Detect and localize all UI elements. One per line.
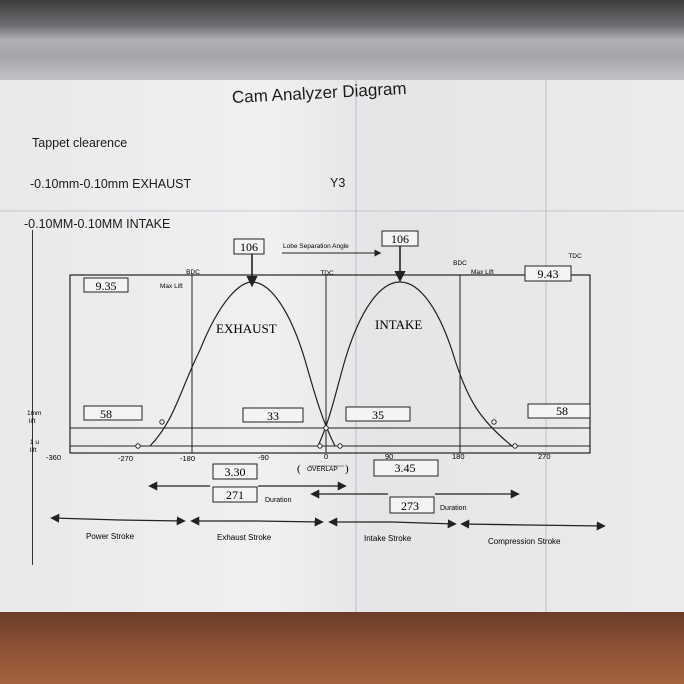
exhaust-label: EXHAUST bbox=[216, 321, 277, 336]
duration-label-2: Duration bbox=[440, 505, 467, 512]
exhaust-max-lift-value: 9.35 bbox=[96, 279, 117, 293]
overlap-point bbox=[323, 425, 329, 431]
exhaust-1mm-box bbox=[242, 407, 304, 423]
intake-max-lift-value: 9.43 bbox=[538, 267, 559, 281]
left-1mm-value: 58 bbox=[100, 407, 112, 421]
exhaust-open-point bbox=[159, 419, 165, 425]
axis-tick-label: -360 bbox=[46, 453, 61, 462]
overlap-label: OVERLAP bbox=[307, 466, 338, 473]
exhaust-overlap-value: 3.30 bbox=[225, 465, 246, 479]
exhaust-duration-value: 271 bbox=[226, 488, 244, 502]
overlap-paren-right: ) bbox=[345, 463, 349, 475]
intake-1mm-value: 35 bbox=[372, 408, 384, 422]
power-stroke-label: Power Stroke bbox=[86, 532, 135, 541]
crank-angle-axis: -360 -270 -180 -90 0 90 180 270 bbox=[46, 452, 551, 463]
axis-tick-label: 180 bbox=[452, 452, 465, 461]
exhaust-overlap-box bbox=[212, 463, 258, 480]
axis-tick-label: 270 bbox=[538, 452, 551, 461]
tappet-clearance-label: Tappet clearence bbox=[32, 136, 128, 150]
lift-1u-label-b: lift bbox=[30, 447, 37, 454]
intake-label: INTAKE bbox=[375, 317, 422, 332]
plastic-sheen bbox=[0, 26, 684, 56]
plastic-sleeve bbox=[0, 0, 684, 92]
compression-stroke-label: Compression Stroke bbox=[488, 537, 561, 546]
lift-1mm-label-a: 1mm bbox=[27, 410, 41, 417]
intake-stroke-arrow-right bbox=[391, 519, 457, 529]
lobe-separation-label: Lobe Separation Angle bbox=[283, 243, 349, 250]
margin-line bbox=[32, 230, 33, 565]
tdc-center-label: TDC bbox=[320, 270, 334, 277]
lift-1mm-label-b: lift bbox=[29, 418, 36, 425]
compression-stroke-arrow-right bbox=[527, 521, 606, 531]
lift-1u-label-a: 1 u bbox=[30, 439, 39, 446]
stroke-arrows bbox=[50, 513, 606, 531]
intake-overlap-value: 3.45 bbox=[395, 461, 416, 475]
stroke-labels: Power Stroke Exhaust Stroke Intake Strok… bbox=[86, 532, 561, 546]
intake-overlap-box bbox=[373, 459, 439, 477]
intake-max-lift-box bbox=[524, 265, 572, 282]
right-1mm-value: 58 bbox=[556, 404, 568, 418]
intake-1mm-box bbox=[345, 406, 411, 422]
power-stroke-arrow-right bbox=[119, 516, 186, 526]
exhaust-stroke-label: Exhaust Stroke bbox=[217, 533, 272, 542]
diagram-frame bbox=[69, 274, 591, 454]
model-label: Y3 bbox=[330, 176, 346, 190]
duration-label-1: Duration bbox=[265, 497, 292, 504]
left-1mm-box bbox=[83, 405, 143, 421]
axis-tick-label: 90 bbox=[385, 452, 393, 461]
axis-tick-label: -180 bbox=[180, 454, 195, 463]
intake-close-point bbox=[491, 419, 497, 425]
power-stroke-arrow-left bbox=[50, 513, 121, 523]
max-lift-label-left: Max Lift bbox=[160, 283, 183, 290]
paper-fold-horizontal bbox=[0, 210, 684, 212]
paper-fold-vertical bbox=[545, 80, 547, 616]
exhaust-clearance-text: -0.10mm-0.10mm EXHAUST bbox=[30, 177, 192, 191]
paper-sheet bbox=[0, 80, 684, 616]
bdc-right-label: BDC bbox=[453, 260, 467, 267]
exhaust-centerline-box bbox=[233, 238, 265, 255]
intake-duration-value: 273 bbox=[401, 499, 419, 513]
axis-tick-label: -90 bbox=[258, 453, 269, 462]
exhaust-max-lift-box bbox=[83, 277, 129, 293]
intake-stroke-label: Intake Stroke bbox=[364, 534, 412, 543]
paper-fold-vertical bbox=[355, 80, 357, 616]
axis-tick-label: -270 bbox=[118, 454, 133, 463]
axis-tick-label: 0 bbox=[324, 452, 328, 461]
intake-end-point bbox=[512, 443, 518, 449]
intake-start-point bbox=[317, 443, 323, 449]
exhaust-end-point bbox=[337, 443, 343, 449]
compression-stroke-arrow-left bbox=[460, 519, 529, 529]
intake-clearance-text: -0.10MM-0.10MM INTAKE bbox=[24, 217, 171, 231]
intake-duration-box bbox=[389, 496, 435, 514]
exhaust-1mm-value: 33 bbox=[267, 409, 279, 423]
exhaust-duration-box bbox=[212, 486, 258, 503]
wooden-table bbox=[0, 612, 684, 684]
bdc-left-label: BDC bbox=[186, 269, 200, 276]
exhaust-start-point bbox=[135, 443, 141, 449]
intake-centerline-value: 106 bbox=[391, 232, 409, 246]
overlap-paren-left: ( bbox=[297, 463, 301, 475]
exhaust-stroke-arrow-right bbox=[255, 517, 324, 527]
max-lift-label-right: Max Lift bbox=[471, 269, 494, 276]
right-1mm-box bbox=[527, 403, 591, 419]
exhaust-centerline-value: 106 bbox=[240, 240, 258, 254]
tdc-right-label: TDC bbox=[568, 253, 582, 260]
intake-centerline-box bbox=[381, 230, 419, 247]
